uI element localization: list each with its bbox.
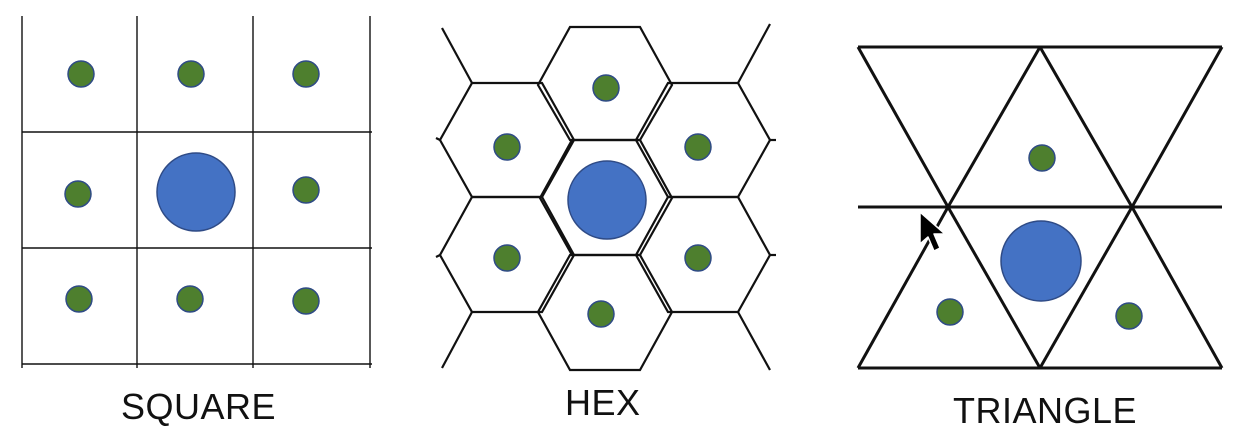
hex-center-dot <box>567 160 647 240</box>
square-neighbor-dot <box>67 60 95 88</box>
square-neighbor-dot <box>177 60 205 88</box>
square-neighbor-dot <box>65 285 93 313</box>
triangle-grid-lines <box>856 45 1224 370</box>
triangle-neighbor-dots <box>936 144 1143 330</box>
hex-neighbor-dot <box>587 300 615 328</box>
square-neighbor-dots <box>64 60 320 315</box>
triangle-neighbor-dot <box>936 298 964 326</box>
square-neighbor-dot <box>292 287 320 315</box>
triangle-neighbor-dot <box>1028 144 1056 172</box>
square-neighbor-dot <box>176 285 204 313</box>
triangle-neighbor-dot <box>1115 302 1143 330</box>
square-neighbor-dot <box>292 176 320 204</box>
triangle-label: TRIANGLE <box>953 390 1138 431</box>
square-label: SQUARE <box>121 386 277 427</box>
hex-neighbor-dot <box>592 74 620 102</box>
square-grid-panel <box>21 16 372 368</box>
hex-neighbor-dot <box>684 133 712 161</box>
square-center-dot <box>156 152 236 232</box>
square-grid-lines <box>21 16 372 368</box>
triangle-center-dot <box>1000 220 1082 302</box>
square-neighbor-dot <box>292 60 320 88</box>
hex-neighbor-dots <box>493 74 712 328</box>
hex-grid-panel <box>435 23 776 372</box>
square-neighbor-dot <box>64 180 92 208</box>
hex-grid-lines <box>435 23 776 372</box>
mouse-pointer-icon <box>919 211 946 252</box>
hex-neighbor-dot <box>684 244 712 272</box>
hex-neighbor-dot <box>493 133 521 161</box>
triangle-grid-panel <box>856 45 1224 370</box>
hex-label: HEX <box>565 382 641 423</box>
hex-neighbor-dot <box>493 244 521 272</box>
